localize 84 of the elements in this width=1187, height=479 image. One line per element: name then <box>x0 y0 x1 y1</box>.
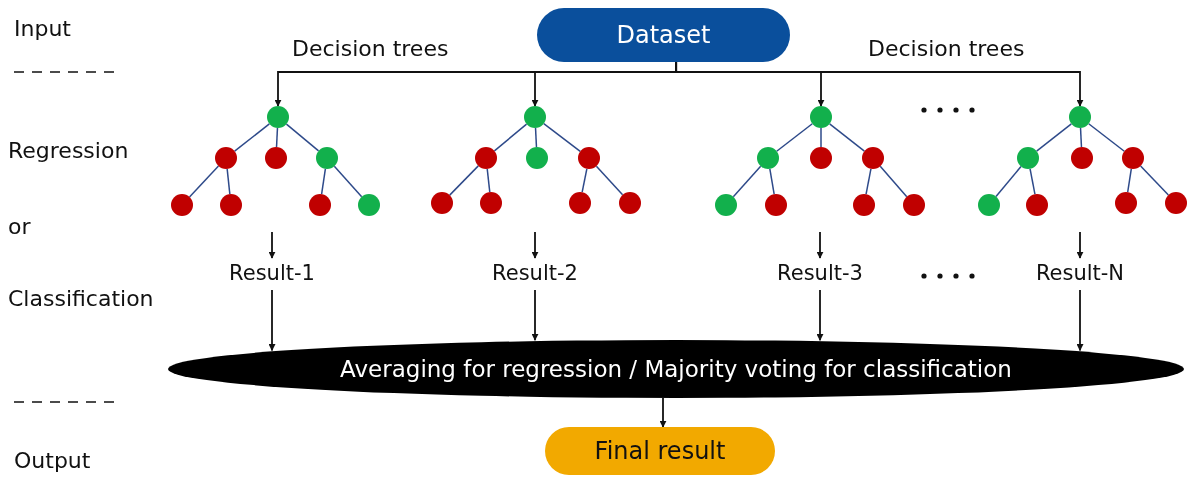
connector-line <box>828 123 866 152</box>
aggregation-ellipse: Averaging for regression / Majority voting for classification <box>168 340 1184 398</box>
tree-node-circle <box>903 194 925 216</box>
result-label: Result-N <box>1015 258 1145 288</box>
text-label: Classification <box>8 286 154 313</box>
tree-node-circle <box>862 147 884 169</box>
arrow <box>268 231 276 259</box>
connector-line <box>188 165 220 198</box>
connector-line <box>995 165 1022 198</box>
connector-line <box>320 168 327 195</box>
text-label: Output <box>14 448 91 475</box>
connector-line <box>226 168 231 195</box>
text-label: Decision trees <box>868 36 1025 63</box>
tree-node-circle <box>1115 192 1137 214</box>
result-label: Result-3 <box>755 258 885 288</box>
tree-node-circle <box>475 147 497 169</box>
connector-line <box>769 168 775 195</box>
connector-line <box>285 123 320 152</box>
tree-node-circle <box>810 106 832 128</box>
tree-node-circle <box>171 194 193 216</box>
connector-line <box>1029 168 1036 195</box>
arrow <box>816 289 824 342</box>
tree-node-circle <box>526 147 548 169</box>
tree-node-circle <box>1165 192 1187 214</box>
tree-node-circle <box>358 194 380 216</box>
connector-line <box>879 165 908 198</box>
arrow <box>531 289 539 342</box>
arrow <box>816 231 824 259</box>
tree-node-circle <box>765 194 787 216</box>
tree-node-circle <box>569 192 591 214</box>
connector-line <box>775 123 814 152</box>
connector-line <box>1126 168 1133 193</box>
arrow <box>1076 289 1084 352</box>
text-label: Decision trees <box>292 36 449 63</box>
text-label: or <box>8 214 31 241</box>
tree-node-circle <box>978 194 1000 216</box>
arrow <box>268 289 276 352</box>
arrow <box>1076 231 1084 259</box>
arrow <box>531 231 539 259</box>
arrow <box>659 397 667 428</box>
result-label: Result-2 <box>470 258 600 288</box>
tree-node-circle <box>220 194 242 216</box>
tree-node-circle <box>480 192 502 214</box>
connector-line <box>1087 123 1126 152</box>
tree-node-circle <box>1069 106 1091 128</box>
text-label: Input <box>14 16 71 43</box>
connector-line <box>543 122 581 153</box>
connector-line <box>1139 165 1170 196</box>
connector-line <box>595 165 624 196</box>
tree-node-circle <box>1122 147 1144 169</box>
tree-node-circle <box>431 192 453 214</box>
connector-line <box>486 168 491 193</box>
connector-line <box>581 168 588 193</box>
tree-node-circle <box>215 147 237 169</box>
connector-line <box>820 127 822 148</box>
tree-node-circle <box>810 147 832 169</box>
connector-line <box>1079 127 1083 148</box>
connector-line <box>448 165 480 196</box>
connector-line <box>275 127 279 148</box>
connector-line <box>493 123 528 152</box>
connector-line <box>534 127 538 148</box>
connector-line <box>233 123 271 152</box>
tree-node-circle <box>524 106 546 128</box>
connector-line <box>865 168 872 195</box>
tree-node-circle <box>1017 147 1039 169</box>
connector-line <box>732 165 762 198</box>
result-label: Result-1 <box>207 258 337 288</box>
tree-node-circle <box>1071 147 1093 169</box>
tree-node-circle <box>853 194 875 216</box>
tree-node-circle <box>1026 194 1048 216</box>
tree-node-circle <box>619 192 641 214</box>
input-pill: Dataset <box>537 8 790 62</box>
connector-line <box>333 165 363 198</box>
connector-line <box>1035 123 1073 152</box>
tree-node-circle <box>715 194 737 216</box>
tree-node-circle <box>265 147 287 169</box>
tree-node-circle <box>757 147 779 169</box>
arrow <box>675 61 1084 107</box>
tree-node-circle <box>267 106 289 128</box>
output-pill: Final result <box>545 427 775 475</box>
tree-node-circle <box>578 147 600 169</box>
text-label: Regression <box>8 138 129 165</box>
tree-node-circle <box>316 147 338 169</box>
tree-node-circle <box>309 194 331 216</box>
